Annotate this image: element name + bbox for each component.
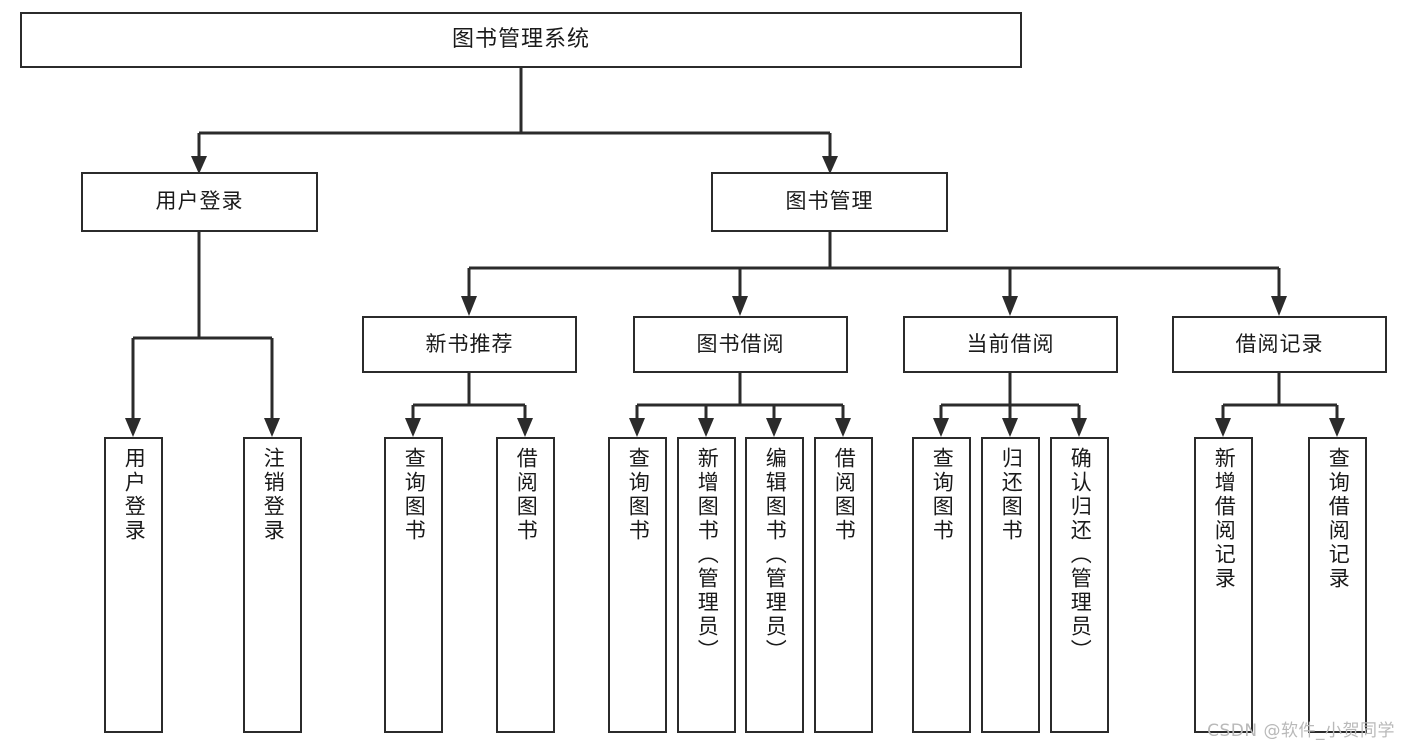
- leaf-edit-book-admin[interactable]: 编辑图书（管理员）: [745, 437, 804, 733]
- node-label: 查询图书: [930, 447, 955, 543]
- node-label: 注销登录: [261, 447, 286, 543]
- leaf-return-book[interactable]: 归还图书: [981, 437, 1040, 733]
- node-new-book-recommend[interactable]: 新书推荐: [362, 316, 577, 373]
- node-label: 借阅图书: [514, 447, 539, 543]
- leaf-add-borrow-record[interactable]: 新增借阅记录: [1194, 437, 1253, 733]
- node-label: 查询图书: [626, 447, 651, 543]
- node-book-borrow[interactable]: 图书借阅: [633, 316, 848, 373]
- node-borrow-record[interactable]: 借阅记录: [1172, 316, 1387, 373]
- node-label: 新增借阅记录: [1212, 447, 1237, 591]
- leaf-query-book-current[interactable]: 查询图书: [912, 437, 971, 733]
- node-label: 编辑图书（管理员）: [763, 447, 788, 663]
- leaf-logout-login[interactable]: 注销登录: [243, 437, 302, 733]
- leaf-add-book-admin[interactable]: 新增图书（管理员）: [677, 437, 736, 733]
- node-label: 图书管理系统: [451, 26, 590, 52]
- node-label: 确认归还（管理员）: [1068, 447, 1093, 663]
- node-root-library-management-system[interactable]: 图书管理系统: [20, 12, 1022, 68]
- leaf-query-book-borrow[interactable]: 查询图书: [608, 437, 667, 733]
- leaf-confirm-return-admin[interactable]: 确认归还（管理员）: [1050, 437, 1109, 733]
- node-label: 图书借阅: [696, 331, 785, 356]
- node-label: 图书管理: [785, 189, 874, 214]
- node-label: 新增图书（管理员）: [695, 447, 720, 663]
- leaf-borrow-book[interactable]: 借阅图书: [814, 437, 873, 733]
- leaf-borrow-book-recommend[interactable]: 借阅图书: [496, 437, 555, 733]
- node-label: 查询借阅记录: [1326, 447, 1351, 591]
- leaf-user-login[interactable]: 用户登录: [104, 437, 163, 733]
- node-label: 借阅记录: [1235, 331, 1324, 356]
- node-label: 用户登录: [155, 189, 244, 214]
- node-label: 查询图书: [402, 447, 427, 543]
- node-book-management[interactable]: 图书管理: [711, 172, 948, 232]
- node-label: 归还图书: [999, 447, 1024, 543]
- leaf-query-book-recommend[interactable]: 查询图书: [384, 437, 443, 733]
- node-label: 当前借阅: [966, 331, 1055, 356]
- node-user-login[interactable]: 用户登录: [81, 172, 318, 232]
- node-current-borrow[interactable]: 当前借阅: [903, 316, 1118, 373]
- watermark-text: CSDN @软件_小贺同学: [1207, 721, 1395, 741]
- node-label: 新书推荐: [425, 331, 514, 356]
- leaf-query-borrow-record[interactable]: 查询借阅记录: [1308, 437, 1367, 733]
- node-label: 用户登录: [122, 447, 147, 543]
- node-label: 借阅图书: [832, 447, 857, 543]
